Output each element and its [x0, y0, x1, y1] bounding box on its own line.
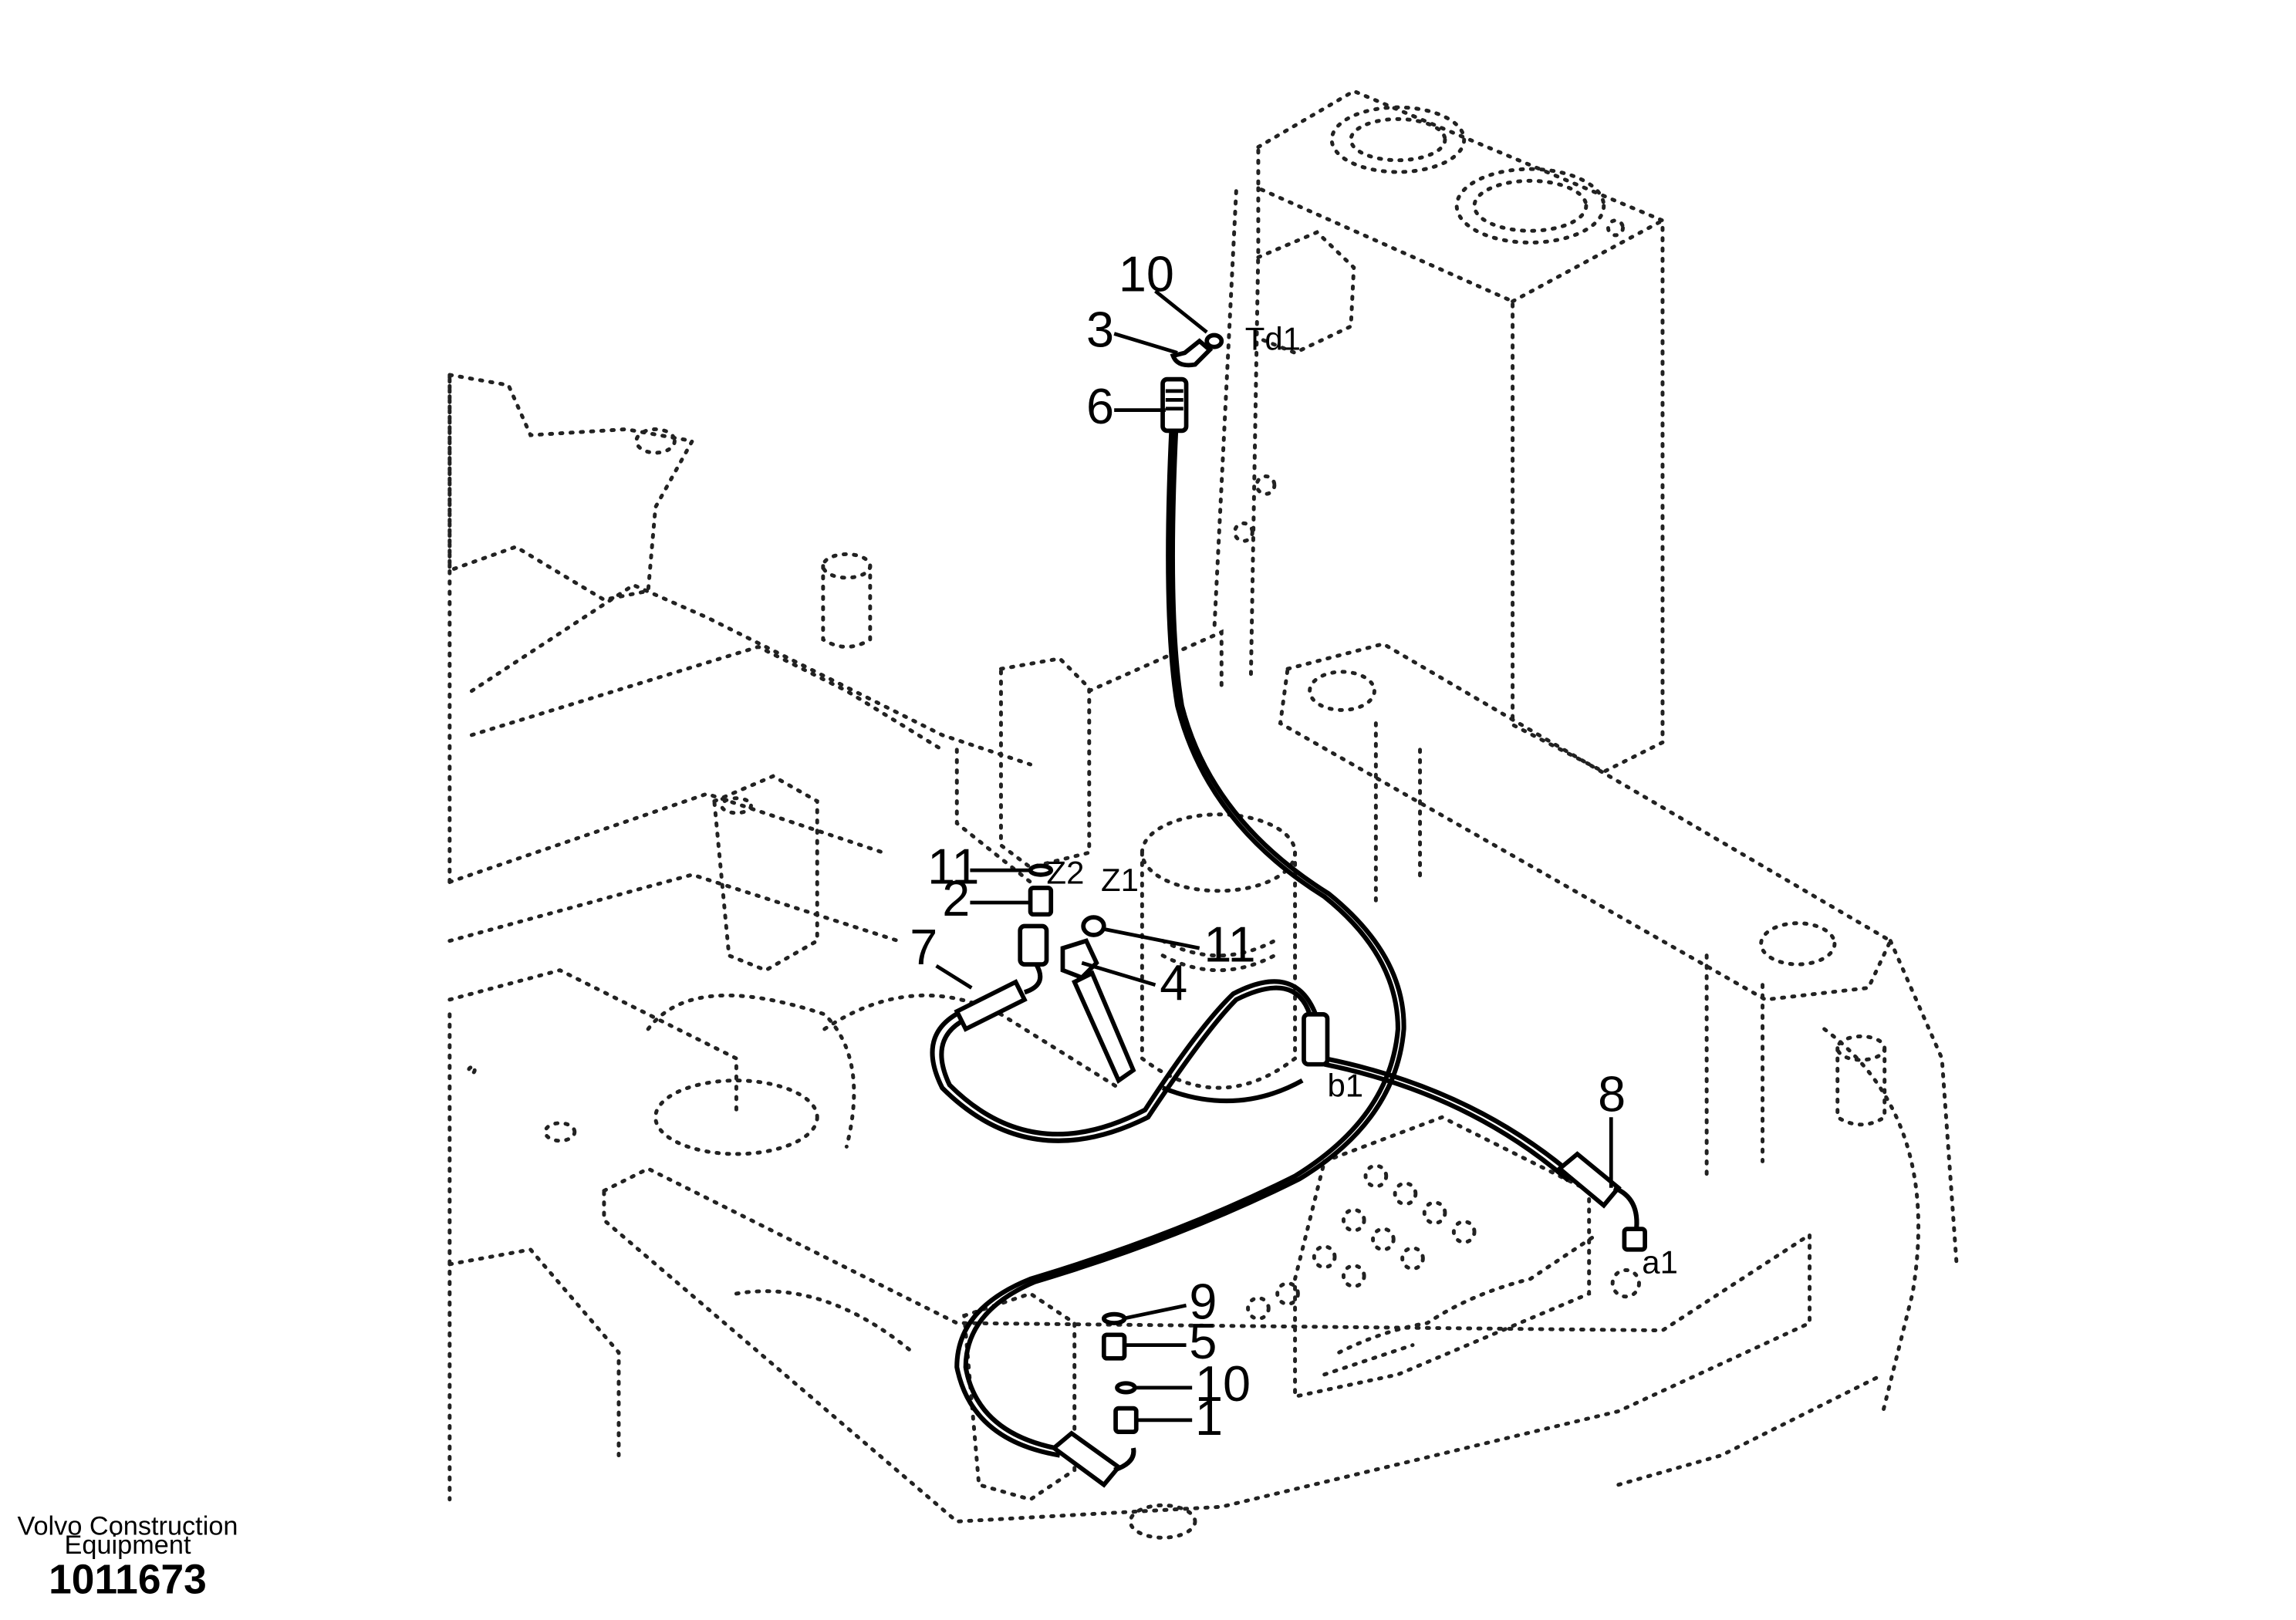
drawing-id-block: Volvo Construction Equipment 1011673: [18, 1511, 238, 1602]
callout-label: 3: [1086, 302, 1114, 358]
o-ring-top: [1204, 332, 1224, 349]
port-label-a1: a1: [1642, 1244, 1678, 1280]
hose-lines: [930, 429, 1576, 1458]
o-ring-10: [1115, 1381, 1137, 1395]
callout-numbers: 10 3 6 11 2 7 11 4 8 9 5 10 1: [910, 245, 1626, 1446]
callout-label: 9: [1189, 1273, 1217, 1329]
adapter-fitting-z2: [1028, 886, 1054, 917]
port-label-td1: Td1: [1245, 321, 1301, 357]
elbow-fitting-z1: [1060, 938, 1099, 980]
fittings: [954, 332, 1647, 1488]
callout-label: 4: [1160, 954, 1187, 1011]
callout-label: 11: [927, 838, 979, 894]
callout-label: 10: [1195, 1355, 1251, 1412]
hose-end-7: [1018, 923, 1049, 967]
callout-label: 6: [1086, 378, 1114, 434]
hose-end-b1: [1302, 1012, 1330, 1067]
port-label-b1: b1: [1327, 1068, 1363, 1104]
callout-label: 10: [1119, 245, 1174, 302]
leader-lines: [935, 289, 1613, 1423]
hose-end-top: [1160, 376, 1189, 434]
brand-line-2: Equipment: [65, 1531, 191, 1560]
callout-label: 11: [1204, 916, 1255, 972]
o-ring-z1: [1081, 915, 1106, 937]
elbow-fitting-top: [1170, 338, 1214, 368]
drawing-number: 1011673: [49, 1558, 207, 1603]
callout-label: 7: [910, 919, 937, 975]
callout-label: 1: [1195, 1389, 1223, 1446]
hose-end-lower: [1050, 1430, 1123, 1488]
adapter-fitting-5: [1101, 1332, 1127, 1361]
port-label-z1: Z1: [1101, 862, 1139, 898]
callout-label: 8: [1598, 1066, 1626, 1122]
brand-line-1: Volvo Construction: [18, 1511, 238, 1541]
adapter-fitting-1: [1113, 1406, 1139, 1434]
callout-label: 2: [942, 870, 970, 926]
port-label-z2: Z2: [1047, 854, 1085, 890]
machine-frame-outline: [447, 89, 1959, 1540]
callout-label: 5: [1189, 1313, 1217, 1369]
port-labels: Td1 Z2 Z1 b1 a1: [1047, 321, 1678, 1281]
o-ring-9: [1101, 1311, 1127, 1325]
